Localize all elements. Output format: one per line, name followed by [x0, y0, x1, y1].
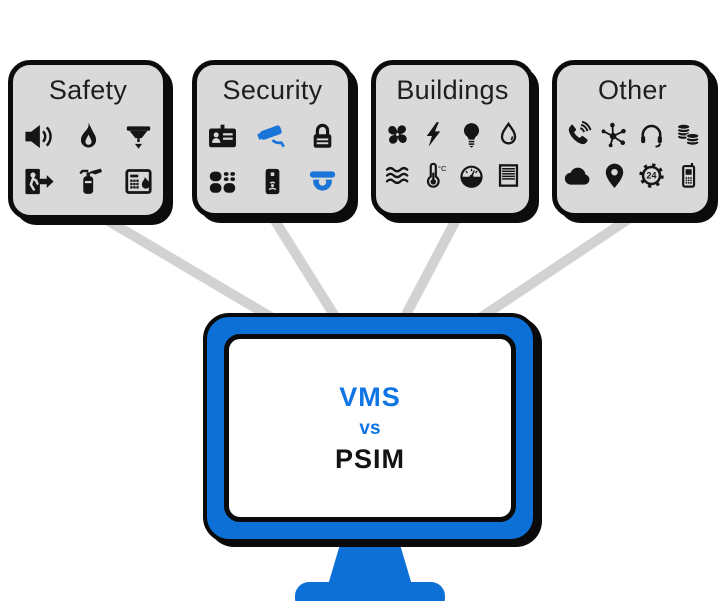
coins-icon — [674, 120, 703, 149]
keypad-icon — [206, 165, 239, 198]
icon-row — [563, 120, 703, 149]
category-box-safety: Safety — [8, 60, 168, 220]
speaker-icon — [22, 120, 55, 153]
fire-extinguisher-icon — [72, 165, 105, 198]
icon-grid-buildings — [383, 120, 523, 190]
icon-grid-safety — [22, 120, 155, 198]
vms-label: VMS — [339, 381, 401, 412]
blinds-icon — [494, 161, 523, 190]
connector-line-safety — [97, 211, 289, 331]
psim-label: PSIM — [334, 443, 405, 474]
icon-row — [22, 165, 155, 198]
category-title-safety: Safety — [48, 75, 128, 105]
icon-row — [22, 120, 155, 153]
monitor-stand-neck — [328, 541, 412, 585]
connector-line-buildings — [395, 213, 463, 329]
padlock-icon — [306, 120, 339, 153]
icon-row — [563, 161, 703, 190]
gear-24-icon — [637, 161, 666, 190]
icon-grid-other — [563, 120, 703, 190]
bulb-icon — [457, 120, 486, 149]
icon-row — [206, 120, 339, 153]
icon-grid-security — [206, 120, 339, 198]
category-box-buildings: Buildings — [371, 60, 534, 218]
dome-camera-icon — [306, 165, 339, 198]
cctv-camera-icon — [256, 120, 289, 153]
flame-icon — [72, 120, 105, 153]
emergency-exit-icon — [22, 165, 55, 198]
icon-row — [383, 161, 523, 190]
category-title-buildings: Buildings — [396, 75, 509, 105]
category-title-security: Security — [222, 75, 323, 105]
thermometer-celsius-icon — [420, 161, 449, 190]
vs-label: vs — [359, 417, 381, 439]
connector-line-security — [267, 213, 346, 329]
cloud-icon — [563, 161, 592, 190]
waves-icon — [383, 161, 412, 190]
location-pin-icon — [600, 161, 629, 190]
icon-row — [383, 120, 523, 149]
category-box-other: Other — [552, 60, 713, 218]
icon-row — [206, 165, 339, 198]
ringing-phone-icon — [563, 120, 592, 149]
network-icon — [600, 120, 629, 149]
lightning-icon — [420, 120, 449, 149]
monitor-screen: VMS vs PSIM — [224, 334, 516, 522]
connector-line-other — [465, 213, 633, 331]
gauge-icon — [457, 161, 486, 190]
category-title-other: Other — [597, 75, 668, 105]
intercom-icon — [256, 165, 289, 198]
fire-alarm-panel-icon — [122, 165, 155, 198]
headset-icon — [637, 120, 666, 149]
sprinkler-icon — [122, 120, 155, 153]
id-badge-icon — [206, 120, 239, 153]
monitor: VMS vs PSIM — [203, 313, 537, 543]
category-box-security: Security — [192, 60, 353, 218]
fan-icon — [383, 120, 412, 149]
monitor-stand-base — [295, 582, 445, 601]
droplet-icon — [494, 120, 523, 149]
mobile-phone-icon — [674, 161, 703, 190]
